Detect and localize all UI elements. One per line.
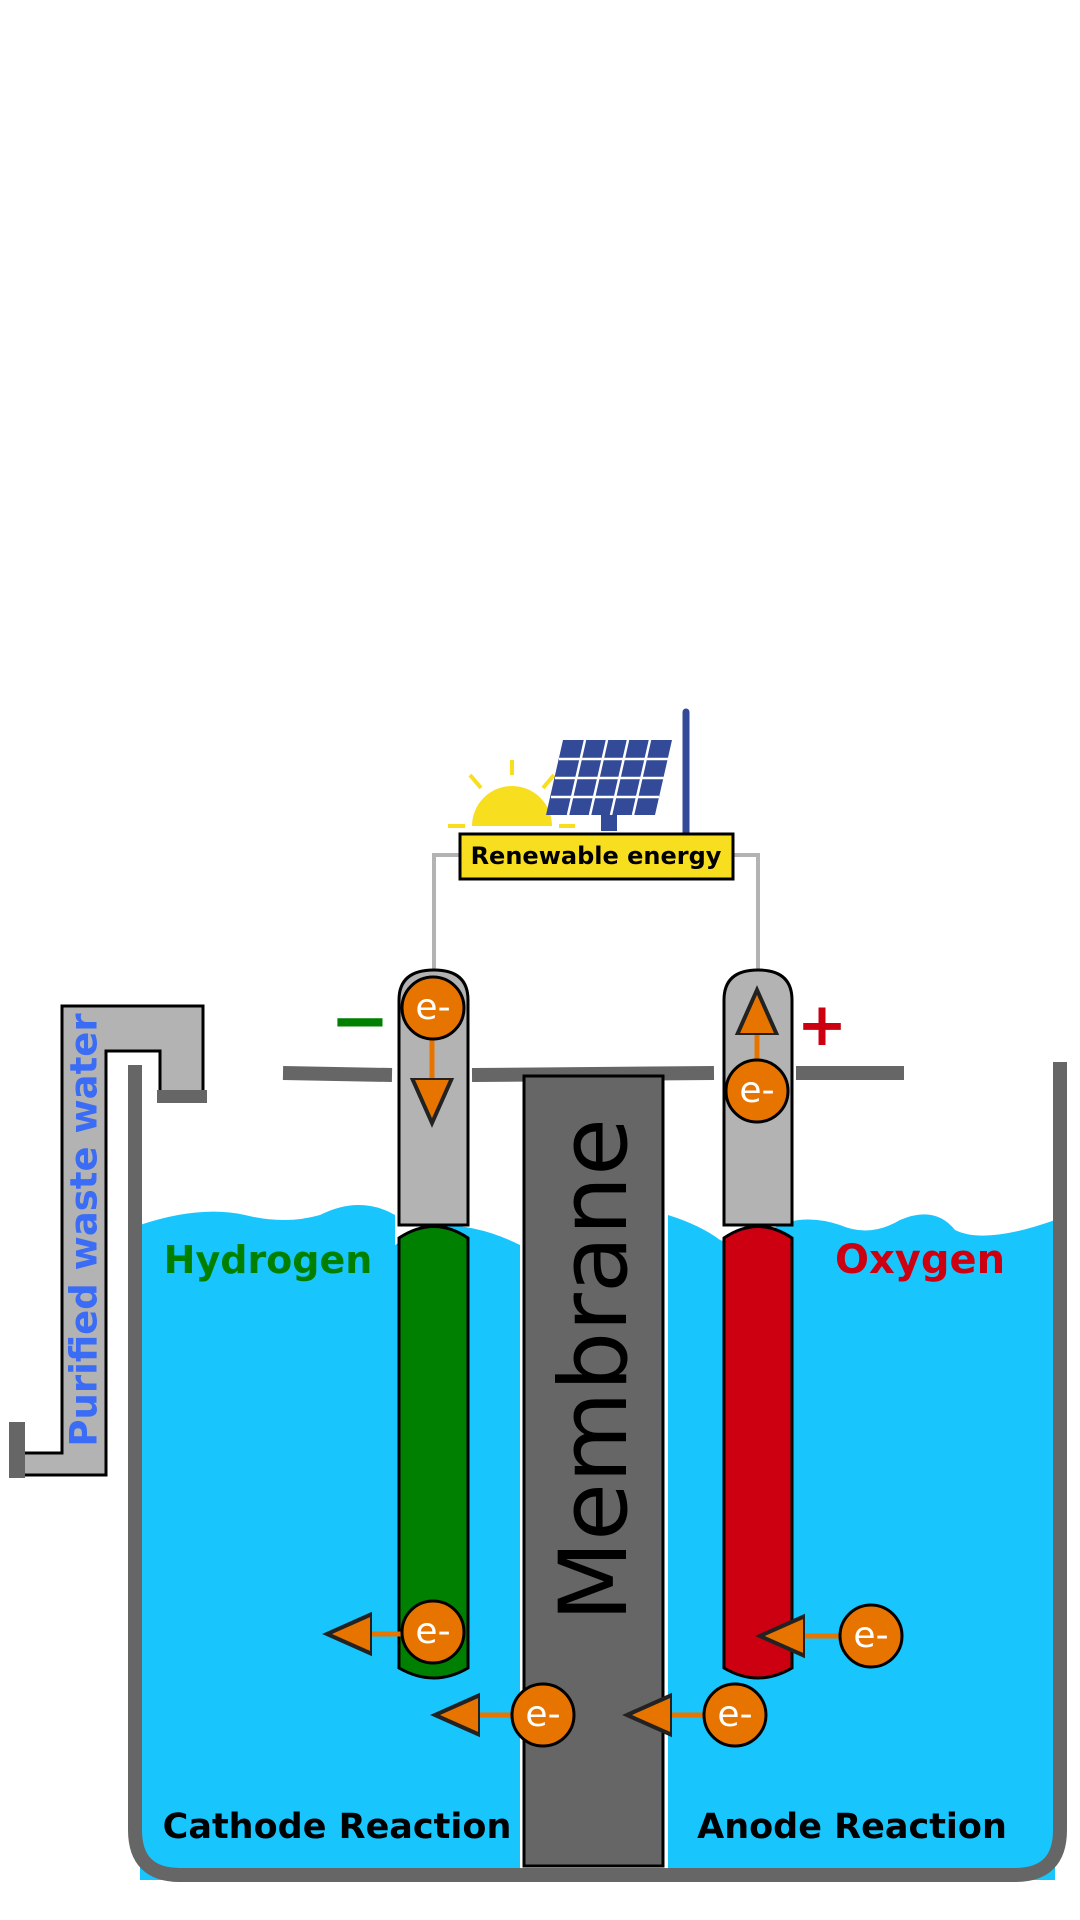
electron: e- xyxy=(400,1599,466,1665)
pipe-label: Purified waste water xyxy=(63,1013,106,1447)
anode-reaction-label: Anode Reaction xyxy=(697,1807,1007,1847)
oxygen-label: Oxygen xyxy=(835,1237,1005,1283)
solar-panel-icon xyxy=(546,739,672,831)
renewable-energy-label: Renewable energy xyxy=(471,842,722,870)
pipe-outlet-cap xyxy=(9,1422,25,1478)
electron: e- xyxy=(724,1058,790,1124)
electron: e- xyxy=(838,1603,904,1669)
electron-label: e- xyxy=(853,1615,888,1656)
lid-middle xyxy=(471,1066,715,1082)
wire-cathode xyxy=(432,853,460,973)
electron: e- xyxy=(510,1682,576,1748)
electron-label: e- xyxy=(717,1694,752,1735)
cathode-reaction-label: Cathode Reaction xyxy=(163,1807,512,1847)
anode-plus-sign: + xyxy=(797,990,847,1060)
lid-left xyxy=(282,1066,393,1082)
electron-label: e- xyxy=(525,1694,560,1735)
wire-anode xyxy=(733,853,760,973)
electron: e- xyxy=(400,975,466,1041)
hydrogen-label: Hydrogen xyxy=(164,1238,373,1282)
electron-label: e- xyxy=(739,1070,774,1111)
renewable-energy-box: Renewable energy xyxy=(458,832,735,881)
electron-label: e- xyxy=(415,1611,450,1652)
sun-icon xyxy=(448,760,575,828)
pipe-inlet-cap xyxy=(157,1090,207,1103)
tank-wall xyxy=(128,1062,1067,1882)
cathode-minus-sign: − xyxy=(330,978,390,1062)
electron-label: e- xyxy=(415,987,450,1028)
membrane-label: Membrane xyxy=(540,1118,649,1622)
electron: e- xyxy=(702,1682,768,1748)
